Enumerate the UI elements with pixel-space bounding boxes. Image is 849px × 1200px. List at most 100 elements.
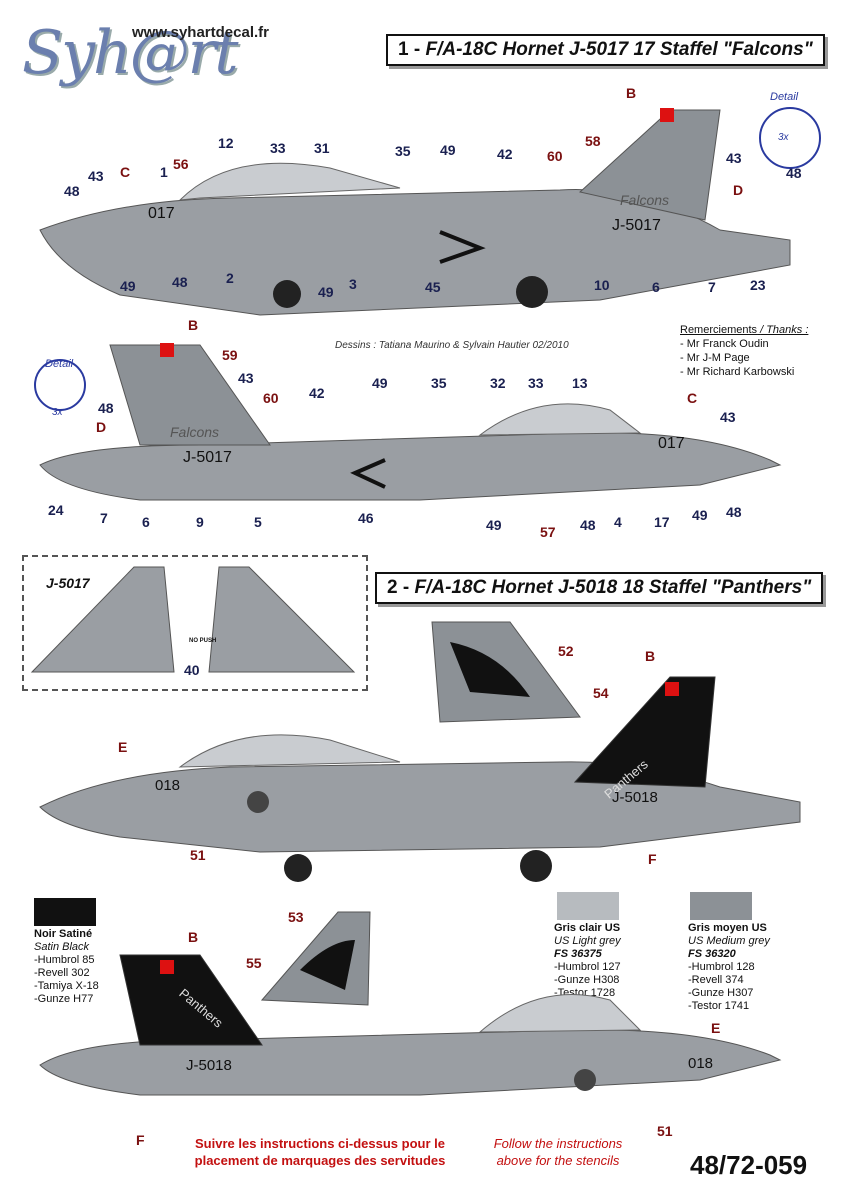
svg-text:42: 42 — [309, 385, 325, 401]
svg-text:51: 51 — [190, 847, 206, 863]
serial-bottom: J-5017 — [183, 449, 232, 466]
serial-top: J-5017 — [612, 217, 661, 234]
callout-b: B — [626, 85, 636, 101]
nose-number-bottom: 017 — [658, 435, 685, 452]
svg-text:17: 17 — [654, 514, 670, 530]
nose-number-profile2-b: 018 — [688, 1055, 713, 1072]
svg-text:31: 31 — [314, 140, 330, 156]
thanks-name-3: - Mr Richard Karbowski — [680, 366, 795, 378]
paint-black: Noir Satiné Satin Black -Humbrol 85 -Rev… — [34, 928, 99, 1005]
profile-1-title: 1 - F/A-18C Hornet J-5017 17 Staffel "Fa… — [386, 34, 825, 66]
svg-text:59: 59 — [222, 347, 238, 363]
svg-text:B: B — [188, 317, 198, 333]
svg-text:7: 7 — [100, 510, 108, 526]
catalog-number: 48/72-059 — [690, 1150, 808, 1180]
thanks-heading: Remerciements / Thanks : — [680, 324, 809, 336]
svg-text:12: 12 — [218, 135, 234, 151]
profile-2-right-side-drawing: Panthers 018 J-5018 52 B 54 E 51 F — [39, 621, 801, 882]
svg-text:48: 48 — [726, 504, 742, 520]
svg-text:33: 33 — [270, 140, 286, 156]
svg-text:51: 51 — [657, 1123, 673, 1139]
detail-label-bottom: Detail — [45, 358, 74, 370]
paint-light-grey: Gris clair US US Light grey FS 36375 -Hu… — [554, 922, 621, 999]
svg-text:23: 23 — [750, 277, 766, 293]
svg-text:F: F — [136, 1132, 145, 1145]
tail-text-top: Falcons — [620, 192, 669, 208]
svg-text:10: 10 — [594, 277, 610, 293]
svg-text:43: 43 — [726, 150, 742, 166]
svg-text:B: B — [188, 929, 198, 945]
fin-callout: 40 — [184, 662, 200, 678]
paint-swatch-light-grey — [557, 892, 619, 920]
callout-d: D — [733, 182, 743, 198]
svg-text:49: 49 — [372, 375, 388, 391]
svg-text:56: 56 — [173, 156, 189, 172]
svg-text:35: 35 — [395, 143, 411, 159]
svg-text:53: 53 — [288, 909, 304, 925]
profile-1-right-side-drawing: 3x Detail 017 J-5017 Falcons B C D 12 33… — [39, 85, 821, 316]
paint-medium-grey: Gris moyen US US Medium grey FS 36320 -H… — [688, 922, 770, 1012]
svg-text:43: 43 — [720, 409, 736, 425]
svg-text:9: 9 — [196, 514, 204, 530]
svg-text:3: 3 — [349, 276, 357, 292]
paint-swatch-medium-grey — [690, 892, 752, 920]
svg-text:55: 55 — [246, 955, 262, 971]
svg-text:1: 1 — [160, 164, 168, 180]
svg-text:2: 2 — [226, 270, 234, 286]
svg-text:4: 4 — [614, 514, 622, 530]
svg-text:49: 49 — [120, 278, 136, 294]
svg-text:48: 48 — [580, 517, 596, 533]
svg-text:32: 32 — [490, 375, 506, 391]
nose-number-profile2-a: 018 — [155, 777, 180, 794]
profile-1-title-text: F/A-18C Hornet J-5017 17 Staffel "Falcon… — [425, 39, 813, 60]
svg-text:57: 57 — [540, 524, 556, 540]
svg-text:13: 13 — [572, 375, 588, 391]
profile-2-title-number: 2 - — [387, 577, 410, 598]
footer-instructions-fr: Suivre les instructions ci-dessus pour l… — [194, 1136, 446, 1168]
svg-text:35: 35 — [431, 375, 447, 391]
fin-stencil: NO PUSH — [189, 638, 216, 644]
profile-1-title-number: 1 - — [398, 39, 421, 60]
svg-text:52: 52 — [558, 643, 574, 659]
svg-text:24: 24 — [48, 502, 64, 518]
svg-text:6: 6 — [652, 279, 660, 295]
callout-c: C — [120, 164, 130, 180]
svg-text:49: 49 — [318, 284, 334, 300]
serial-profile2-a: J-5018 — [612, 789, 658, 806]
svg-text:46: 46 — [358, 510, 374, 526]
profile-1-left-side-drawing: Detail 3x J-5017 017 Falcons B 59 43 48 … — [34, 317, 782, 540]
svg-text:48: 48 — [98, 400, 114, 416]
detail-label-top: Detail — [770, 91, 799, 103]
paint-swatch-black — [34, 898, 96, 926]
svg-text:42: 42 — [497, 146, 513, 162]
svg-text:49: 49 — [692, 507, 708, 523]
svg-text:48: 48 — [64, 183, 80, 199]
svg-text:B: B — [645, 648, 655, 664]
svg-text:60: 60 — [547, 148, 563, 164]
fin-detail-box: J-5017 NO PUSH 40 — [22, 555, 368, 691]
svg-text:58: 58 — [585, 133, 601, 149]
svg-text:D: D — [96, 419, 106, 435]
detail-zoom-top: 3x — [778, 132, 790, 143]
footer-instructions-en: Follow the instructions above for the st… — [493, 1136, 623, 1168]
profile-2-left-side-drawing: Panthers J-5018 018 53 B 55 E 51 F — [39, 909, 782, 1145]
fin-detail-label: J-5017 — [46, 575, 90, 591]
svg-text:7: 7 — [708, 279, 716, 295]
thanks-name-1: - Mr Franck Oudin — [680, 338, 769, 350]
nose-number-top: 017 — [148, 205, 175, 222]
brand-logo: Syh@rt — [22, 18, 238, 88]
svg-text:C: C — [687, 390, 697, 406]
svg-text:60: 60 — [263, 390, 279, 406]
profile-2-title-text: F/A-18C Hornet J-5018 18 Staffel "Panthe… — [414, 577, 812, 598]
brand-url: www.syhartdecal.fr — [132, 24, 269, 41]
svg-text:5: 5 — [254, 514, 262, 530]
svg-text:E: E — [711, 1020, 720, 1036]
svg-text:49: 49 — [486, 517, 502, 533]
svg-text:6: 6 — [142, 514, 150, 530]
svg-text:54: 54 — [593, 685, 609, 701]
thanks-name-2: - Mr J-M Page — [680, 352, 750, 364]
detail-zoom-bottom: 3x — [52, 407, 64, 418]
svg-text:45: 45 — [425, 279, 441, 295]
tail-text-bottom: Falcons — [170, 424, 219, 440]
credits: Dessins : Tatiana Maurino & Sylvain Haut… — [335, 340, 569, 351]
